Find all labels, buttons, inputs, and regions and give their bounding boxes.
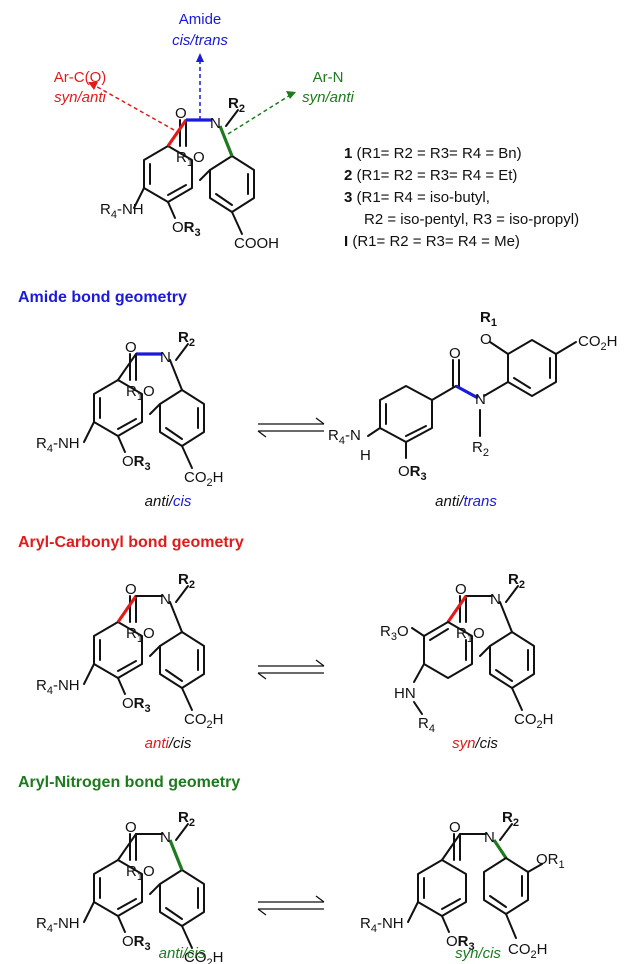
svg-text:R1O: R1O bbox=[126, 625, 155, 645]
r2-label: R2 bbox=[228, 95, 245, 115]
arn-label: Ar-N bbox=[313, 69, 344, 86]
arco-sub: syn/anti bbox=[54, 89, 106, 106]
amide-sub: cis/trans bbox=[172, 32, 228, 49]
compound-1: 1 (R1= R2 = R3= R4 = Bn) bbox=[344, 145, 522, 162]
arn-sub: syn/anti bbox=[302, 89, 354, 106]
section-title-arn: Aryl-Nitrogen bond geometry bbox=[18, 774, 240, 791]
svg-text:O: O bbox=[125, 339, 137, 356]
svg-text:R2: R2 bbox=[472, 439, 489, 459]
arn-left-caption: anti/cis bbox=[159, 945, 206, 962]
arn-left-structure: O N R2 R1O R4-NH OR3 CO2H bbox=[36, 809, 223, 964]
amide-left-structure: O N R2 R1O R4-NH OR3 CO2H bbox=[36, 329, 223, 489]
arco-left-structure: O N R2 R1O R4-NH OR3 CO2H bbox=[36, 571, 223, 731]
svg-text:O: O bbox=[455, 581, 467, 598]
svg-text:R3O: R3O bbox=[380, 623, 409, 643]
svg-text:OR3: OR3 bbox=[122, 453, 151, 473]
arn-bond bbox=[218, 125, 234, 157]
svg-text:CO2H: CO2H bbox=[514, 711, 553, 731]
svg-text:N: N bbox=[160, 349, 171, 366]
arco-right-caption: syn/cis bbox=[452, 735, 498, 752]
svg-text:OR3: OR3 bbox=[122, 933, 151, 953]
cooh-label: COOH bbox=[234, 235, 279, 252]
svg-text:R2: R2 bbox=[502, 809, 519, 829]
arco-label: Ar-C(O) bbox=[54, 69, 107, 86]
svg-text:N: N bbox=[484, 829, 495, 846]
svg-text:R2: R2 bbox=[508, 571, 525, 591]
arco-right-structure: O N R2 R1O R3O HN R4 CO2H bbox=[380, 571, 553, 735]
svg-text:CO2H: CO2H bbox=[184, 949, 223, 964]
svg-text:H: H bbox=[360, 447, 371, 464]
svg-text:OR3: OR3 bbox=[446, 933, 475, 953]
svg-text:R1O: R1O bbox=[126, 383, 155, 403]
arn-right-caption: syn/cis bbox=[455, 945, 501, 962]
svg-text:R4-NH: R4-NH bbox=[36, 915, 80, 935]
svg-text:R1O: R1O bbox=[126, 863, 155, 883]
svg-text:R2: R2 bbox=[178, 571, 195, 591]
svg-text:N: N bbox=[490, 591, 501, 608]
equilibrium-arrow-3 bbox=[257, 895, 325, 916]
svg-text:N: N bbox=[475, 391, 486, 408]
svg-text:O: O bbox=[125, 819, 137, 836]
amide-right-structure: O N R2 O R1 CO2H R4-N H OR3 bbox=[328, 309, 617, 483]
svg-text:R1: R1 bbox=[480, 309, 497, 329]
svg-text:HN: HN bbox=[394, 685, 416, 702]
amide-n: N bbox=[210, 115, 221, 132]
compound-2: 2 (R1= R2 = R3= R4 = Et) bbox=[344, 167, 517, 184]
compound-3: 3 (R1= R4 = iso-butyl, bbox=[344, 189, 490, 206]
svg-text:N: N bbox=[160, 591, 171, 608]
svg-text:OR3: OR3 bbox=[398, 463, 427, 483]
svg-text:R4-N: R4-N bbox=[328, 427, 361, 447]
svg-text:CO2H: CO2H bbox=[184, 469, 223, 489]
carbonyl-o: O bbox=[175, 105, 187, 122]
svg-text:O: O bbox=[480, 331, 492, 348]
section-title-amide: Amide bond geometry bbox=[18, 289, 187, 306]
section-title-arco: Aryl-Carbonyl bond geometry bbox=[18, 534, 244, 551]
arn-right-structure: O N R2 OR1 R4-NH OR3 CO2H bbox=[360, 809, 565, 961]
svg-text:OR1: OR1 bbox=[536, 851, 565, 871]
arco-left-caption: anti/cis bbox=[145, 735, 192, 752]
svg-text:R1O: R1O bbox=[456, 625, 485, 645]
top-scheme: O N R2 R1O R4-NH OR3 COOH bbox=[88, 53, 296, 252]
svg-text:R2: R2 bbox=[178, 809, 195, 829]
r4nh-label: R4-NH bbox=[100, 201, 144, 221]
svg-text:O: O bbox=[449, 345, 461, 362]
amide-right-caption: anti/trans bbox=[435, 493, 497, 510]
r1o-label: R1O bbox=[176, 149, 205, 169]
or3-label: OR3 bbox=[172, 219, 201, 239]
amide-label: Amide bbox=[179, 11, 222, 28]
svg-text:R4: R4 bbox=[418, 715, 435, 735]
svg-text:R4-NH: R4-NH bbox=[36, 435, 80, 455]
svg-text:N: N bbox=[160, 829, 171, 846]
compound-list: 1 (R1= R2 = R3= R4 = Bn) 2 (R1= R2 = R3=… bbox=[344, 145, 579, 250]
compound-3-cont: R2 = iso-pentyl, R3 = iso-propyl) bbox=[364, 211, 579, 228]
arco-bond bbox=[166, 119, 188, 147]
svg-text:CO2H: CO2H bbox=[508, 941, 547, 961]
svg-text:R4-NH: R4-NH bbox=[36, 677, 80, 697]
svg-text:CO2H: CO2H bbox=[578, 333, 617, 353]
amide-left-caption: anti/cis bbox=[145, 493, 192, 510]
svg-text:R2: R2 bbox=[178, 329, 195, 349]
svg-text:O: O bbox=[449, 819, 461, 836]
svg-text:R4-NH: R4-NH bbox=[360, 915, 404, 935]
svg-text:O: O bbox=[125, 581, 137, 598]
equilibrium-arrow-1 bbox=[257, 417, 325, 438]
svg-text:OR3: OR3 bbox=[122, 695, 151, 715]
compound-I: I (R1= R2 = R3= R4 = Me) bbox=[344, 233, 520, 250]
equilibrium-arrow-2 bbox=[257, 659, 325, 680]
svg-text:CO2H: CO2H bbox=[184, 711, 223, 731]
